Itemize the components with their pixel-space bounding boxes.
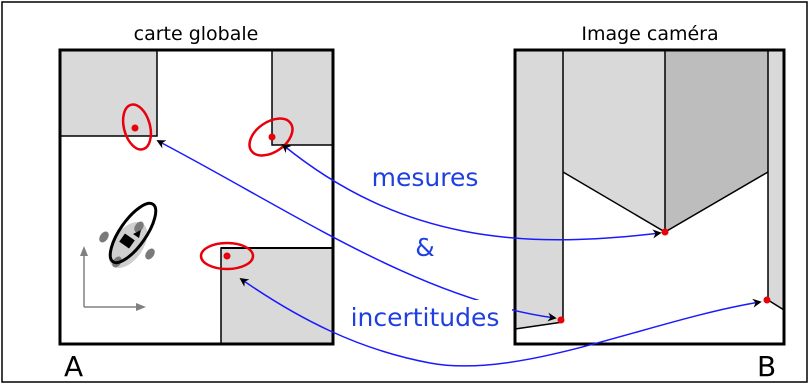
label-ampersand: & (415, 233, 435, 262)
corner-label-a: A (64, 350, 83, 383)
pillar-right (768, 50, 784, 310)
pillar-left (515, 50, 563, 329)
left-panel-title: carte globale (134, 23, 259, 45)
camera-point-1 (661, 228, 669, 236)
camera-point-3 (763, 296, 771, 304)
label-incertitudes: incertitudes (351, 303, 500, 332)
camera-point-2 (557, 316, 565, 324)
obstacle-top-right (271, 49, 334, 146)
label-mesures: mesures (372, 163, 479, 192)
robot-uncertainty-ellipse (108, 201, 158, 265)
landmark-1 (121, 103, 153, 151)
robot-icon (99, 201, 158, 268)
corner-label-b: B (757, 350, 776, 383)
obstacle-top-left (59, 49, 158, 137)
arrow-incertitudes-bottom (239, 277, 762, 367)
obstacle-bottom-right (220, 247, 334, 345)
right-panel-title: Image caméra (581, 23, 718, 45)
axes-icon (80, 246, 146, 311)
label-incertitudes-bg (338, 300, 512, 332)
